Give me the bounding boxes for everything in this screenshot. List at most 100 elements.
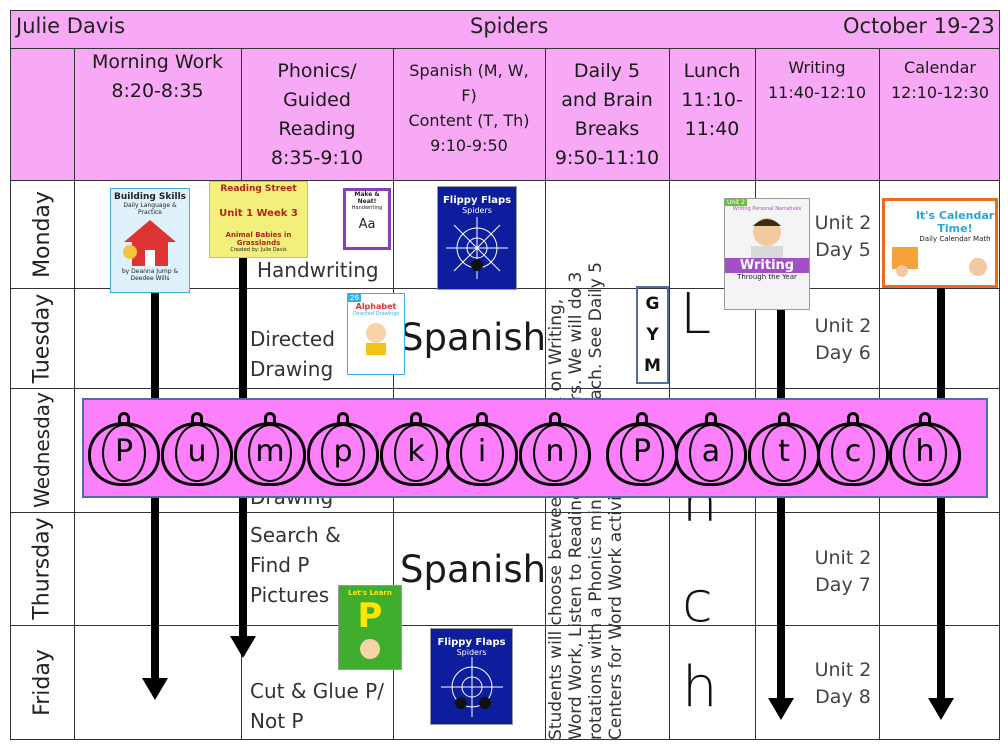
banner-letter: t bbox=[778, 434, 790, 469]
day-label-thursday: Thursday bbox=[10, 512, 74, 625]
book-title: Flippy Flaps bbox=[437, 637, 506, 648]
flippy-flaps-cover-friday: Flippy Flaps Spiders bbox=[430, 628, 513, 725]
header-lunch: Lunch 11:10- 11:40 bbox=[681, 59, 743, 140]
book-subtitle: Directed Drawings bbox=[352, 311, 400, 317]
gym-letter: M bbox=[644, 356, 661, 377]
pumpkin-letter: i bbox=[446, 412, 518, 488]
lunch-letter: h bbox=[682, 655, 718, 720]
spiderweb-icon bbox=[440, 657, 503, 717]
book-subtitle: Handwriting bbox=[351, 205, 383, 211]
banner-letter: k bbox=[407, 434, 425, 469]
book-title: Flippy Flaps bbox=[442, 195, 512, 206]
banner-letter: u bbox=[187, 434, 207, 469]
aa-icon: Aa bbox=[358, 217, 376, 232]
book-title: Let's Learn bbox=[348, 589, 392, 597]
grid-line bbox=[10, 10, 11, 739]
book-subtitle: Daily Language & Practice bbox=[123, 202, 177, 216]
spanish-tuesday: Spanish bbox=[400, 316, 547, 359]
header-phonics: Phonics/ Guided Reading 8:35-9:10 bbox=[270, 60, 364, 169]
day-text: Tuesday bbox=[29, 293, 55, 383]
lets-learn-p-cover: Let's Learn P bbox=[338, 585, 402, 670]
spanish-thursday: Spanish bbox=[400, 548, 547, 591]
book-subtitle: Daily Calendar Math bbox=[919, 235, 991, 243]
book-number: 26 bbox=[348, 294, 361, 302]
banner-letter: n bbox=[545, 434, 565, 469]
gym-letter: Y bbox=[646, 324, 659, 345]
arrow-writing-shaft bbox=[777, 305, 785, 700]
grid-line bbox=[10, 48, 1000, 49]
banner-letter: p bbox=[333, 434, 353, 469]
arrow-calendar-head bbox=[928, 698, 954, 720]
book-subtitle: Spiders bbox=[462, 206, 492, 215]
phonics-friday: Cut & Glue P/ Not P bbox=[250, 679, 384, 733]
title-bar bbox=[10, 10, 1000, 48]
header-writing: Writing 11:40-12:10 bbox=[768, 58, 866, 102]
grid-line bbox=[10, 10, 1000, 11]
header-daily5: Daily 5 and Brain Breaks 9:50-11:10 bbox=[554, 60, 660, 169]
grid-line bbox=[10, 739, 1000, 740]
writing-through-year-cover: Unit 2 Writing Personal Narratives Writi… bbox=[724, 198, 810, 310]
gym-letter: G bbox=[645, 293, 660, 314]
reading-street-cover: Reading Street Unit 1 Week 3 Animal Babi… bbox=[209, 181, 308, 258]
writing-monday: Unit 2 Day 5 bbox=[814, 212, 872, 261]
header-morning-work: Morning Work 8:20-8:35 bbox=[91, 51, 224, 102]
grid-line bbox=[755, 48, 756, 739]
pumpkin-letter: p bbox=[307, 412, 379, 488]
grid-line bbox=[10, 388, 1000, 389]
phonics-monday: Handwriting bbox=[257, 258, 379, 282]
book-letter: P bbox=[357, 596, 383, 636]
pumpkin-letter: k bbox=[380, 412, 452, 488]
writing-thursday: Unit 2 Day 7 bbox=[814, 547, 872, 596]
pumpkin-letter: P bbox=[606, 412, 678, 488]
grid-line bbox=[10, 512, 1000, 513]
writing-friday: Unit 2 Day 8 bbox=[814, 659, 872, 708]
day-text: Friday bbox=[29, 648, 55, 716]
banner-letter: P bbox=[114, 434, 134, 469]
day-text: Thursday bbox=[29, 517, 55, 620]
schoolhouse-icon bbox=[123, 220, 176, 266]
lunch-letter: c bbox=[682, 570, 713, 635]
header-spanish: Spanish (M, W, F) Content (T, Th) 9:10-9… bbox=[408, 60, 530, 155]
pumpkin-letter: P bbox=[88, 412, 160, 488]
book-credit: Created by: Julie Davis bbox=[230, 247, 287, 253]
phonics-thursday: Search & Find P Pictures bbox=[250, 523, 341, 607]
banner-letter: m bbox=[255, 434, 285, 469]
day-text: Monday bbox=[29, 190, 55, 278]
building-skills-cover: Building Skills Daily Language & Practic… bbox=[110, 188, 190, 293]
day-label-tuesday: Tuesday bbox=[10, 288, 74, 388]
make-neat-cover: Make & Neat! Handwriting Aa bbox=[343, 188, 391, 250]
banner-letter: h bbox=[915, 434, 935, 469]
day-label-monday: Monday bbox=[10, 180, 74, 288]
arrow-writing-head bbox=[768, 698, 794, 720]
banner-letter: a bbox=[701, 434, 721, 469]
grid-line bbox=[10, 180, 1000, 181]
banner-letter: P bbox=[632, 434, 652, 469]
book-title: It's Calendar Time! bbox=[915, 209, 995, 235]
book-title: Building Skills bbox=[113, 192, 187, 202]
day-text: Wednesday bbox=[30, 392, 55, 508]
book-subtitle: Through the Year bbox=[737, 273, 797, 281]
grid-line bbox=[545, 48, 546, 739]
book-line3: Animal Babies in Grasslands bbox=[225, 231, 292, 247]
calendar-time-cover: It's Calendar Time! Daily Calendar Math bbox=[882, 198, 998, 288]
gym-box: G Y M bbox=[636, 286, 669, 384]
day-label-friday: Friday bbox=[10, 625, 74, 739]
grid-line bbox=[10, 625, 1000, 626]
pumpkin-letter: a bbox=[675, 412, 747, 488]
arrow-morning-head bbox=[142, 678, 168, 700]
class-name: Spiders bbox=[470, 14, 549, 38]
header-row bbox=[10, 48, 1000, 180]
grid-line bbox=[879, 48, 880, 739]
grid-line bbox=[999, 10, 1000, 739]
thinking-boy-icon bbox=[751, 218, 783, 258]
pumpkin-letter: h bbox=[889, 412, 961, 488]
grid-line bbox=[393, 48, 394, 739]
pumpkin-letter: n bbox=[519, 412, 591, 488]
book-footer: by Deanna Jump & Deedee Wills bbox=[121, 268, 179, 282]
book-subtitle: Spiders bbox=[456, 648, 487, 657]
grid-line bbox=[74, 48, 75, 739]
book-title: Make & Neat! bbox=[354, 191, 380, 205]
calendar-kids-icon bbox=[892, 247, 987, 277]
spiderweb-icon bbox=[446, 217, 508, 279]
kid-face-icon bbox=[360, 639, 380, 659]
